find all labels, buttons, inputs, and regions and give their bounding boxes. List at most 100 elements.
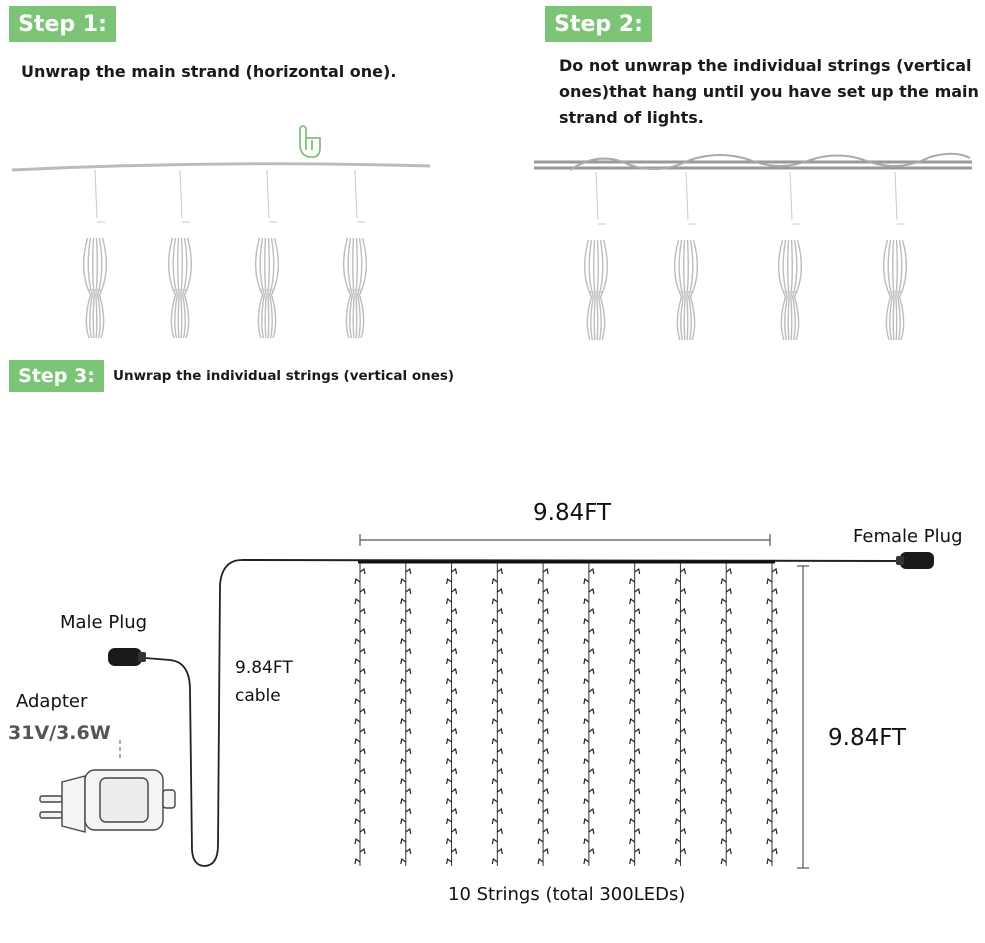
led-bulb	[629, 797, 636, 805]
led-bulb	[583, 717, 590, 725]
led-bulb	[451, 567, 458, 575]
led-bulb	[588, 727, 595, 735]
led-bulb	[537, 857, 544, 865]
led-bulb	[588, 627, 595, 635]
led-bulb	[634, 747, 641, 755]
led-bulb	[354, 597, 361, 605]
led-bulb	[720, 837, 727, 845]
led-bulb	[491, 697, 498, 705]
led-bulb	[491, 837, 498, 845]
led-bulb	[634, 787, 641, 795]
led-bulb	[354, 717, 361, 725]
led-bulb	[629, 617, 636, 625]
led-bulb	[725, 687, 732, 695]
led-bulb	[771, 707, 778, 715]
led-bulb	[542, 787, 549, 795]
led-bulb	[354, 757, 361, 765]
led-bulb	[674, 857, 681, 865]
led-bulb	[451, 787, 458, 795]
adapter-icon	[39, 740, 176, 833]
led-bulb	[354, 677, 361, 685]
led-bulb	[629, 757, 636, 765]
led-bulb	[680, 827, 687, 835]
led-bulb	[634, 647, 641, 655]
led-bulb	[680, 707, 687, 715]
led-bulb	[405, 587, 412, 595]
led-bulb	[400, 737, 407, 745]
led-bulb	[588, 767, 595, 775]
led-bulb	[583, 777, 590, 785]
led-bulb	[588, 747, 595, 755]
led-bulb	[583, 677, 590, 685]
led-bulb	[771, 827, 778, 835]
led-bulb	[400, 837, 407, 845]
led-bulb	[359, 627, 366, 635]
led-bulb	[359, 687, 366, 695]
step1-badge: Step 1:	[9, 6, 116, 42]
led-bulb	[720, 817, 727, 825]
led-bulb	[634, 587, 641, 595]
led-bulb	[680, 627, 687, 635]
led-bulb	[674, 717, 681, 725]
led-bulb	[720, 657, 727, 665]
led-bulb	[766, 797, 773, 805]
female-plug-icon	[896, 552, 934, 569]
led-bulb	[445, 657, 452, 665]
lead-cable	[144, 559, 243, 867]
step2-main-strand	[534, 152, 972, 171]
led-bulb	[451, 607, 458, 615]
led-bulb	[674, 617, 681, 625]
led-bulb	[445, 817, 452, 825]
led-bulb	[583, 737, 590, 745]
led-bulb	[629, 857, 636, 865]
led-bulb	[720, 637, 727, 645]
led-bulb	[720, 677, 727, 685]
led-bulb	[496, 667, 503, 675]
led-bulb	[451, 687, 458, 695]
led-bulb	[445, 677, 452, 685]
led-bulb	[588, 687, 595, 695]
led-bulb	[583, 657, 590, 665]
led-bulb	[542, 707, 549, 715]
led-bulb	[680, 847, 687, 855]
led-bulb	[680, 607, 687, 615]
led-bulb	[725, 587, 732, 595]
led-bulb	[725, 647, 732, 655]
led-bulb	[537, 637, 544, 645]
led-bulb	[583, 857, 590, 865]
led-bulb	[542, 807, 549, 815]
led-bulb	[400, 617, 407, 625]
led-bulb	[491, 777, 498, 785]
led-bulb	[720, 597, 727, 605]
led-bulb	[725, 767, 732, 775]
led-bulb	[720, 777, 727, 785]
led-bulb	[720, 577, 727, 585]
led-bulb	[359, 847, 366, 855]
step2-bundle	[584, 171, 608, 341]
led-bulb	[674, 817, 681, 825]
step2-text: Do not unwrap the individual strings (ve…	[559, 56, 979, 127]
led-bulb	[674, 677, 681, 685]
curtain-string	[674, 563, 687, 866]
led-bulb	[445, 717, 452, 725]
led-bulb	[766, 737, 773, 745]
hand-pointer-icon	[299, 125, 321, 158]
led-bulb	[720, 757, 727, 765]
step1-bundles	[83, 169, 367, 339]
led-bulb	[354, 697, 361, 705]
led-bulb	[771, 807, 778, 815]
led-bulb	[771, 727, 778, 735]
led-bulb	[496, 787, 503, 795]
led-bulb	[400, 697, 407, 705]
led-bulb	[680, 587, 687, 595]
led-bulb	[766, 837, 773, 845]
led-bulb	[445, 857, 452, 865]
led-bulb	[451, 647, 458, 655]
led-bulb	[542, 607, 549, 615]
led-bulb	[725, 827, 732, 835]
led-bulb	[354, 617, 361, 625]
step2-bundle	[883, 171, 907, 341]
step1-bundle	[255, 169, 279, 339]
adapter-rating-label: 31V/3.6W	[8, 722, 111, 744]
led-bulb	[542, 847, 549, 855]
